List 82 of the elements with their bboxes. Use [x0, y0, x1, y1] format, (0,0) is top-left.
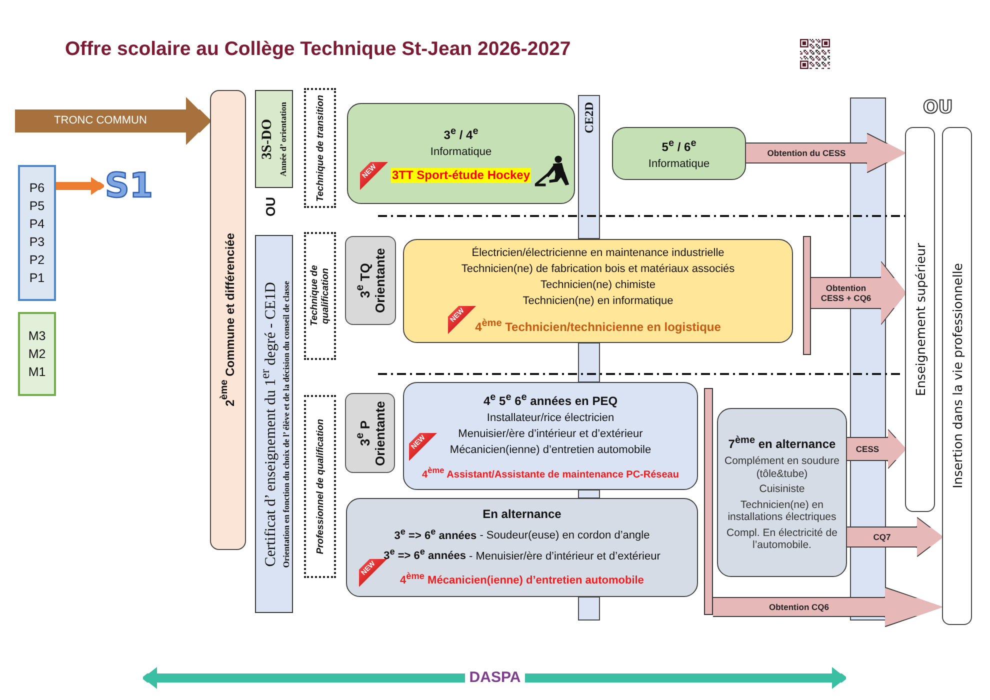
- orientation-box: [345, 393, 395, 473]
- program-box: [347, 103, 575, 204]
- program-text: Technicien(ne) en informatique: [522, 295, 674, 308]
- grade-label: P3: [29, 235, 45, 249]
- program-box: [612, 127, 746, 180]
- track-box: [304, 88, 336, 208]
- edge-label: CESS: [856, 444, 880, 454]
- block-arrow: [847, 518, 942, 556]
- new-program-text: 4$^{ème}$ Assistant/Assistante de maintenance PC-Réseau: [422, 464, 679, 482]
- program-label: DASPA: [465, 668, 525, 688]
- block-arrow: [746, 134, 905, 172]
- program-heading: En alternance: [482, 507, 562, 522]
- grade-label: M1: [28, 365, 46, 379]
- level-label: CE2D: [582, 102, 596, 134]
- edge-label: CQ7: [873, 532, 891, 542]
- edge-label: TRONC COMMUN: [54, 114, 147, 128]
- block-arrow: [847, 430, 905, 468]
- orientation-box: [255, 90, 293, 188]
- track-label: Technique de transition: [314, 94, 326, 202]
- outcome-label: Insertion dans la vie professionnelle: [950, 263, 964, 489]
- program-heading: 5$^{e}$ / 6$^{e}$: [662, 137, 696, 155]
- certificate-bar: [255, 235, 293, 613]
- new-program-text: 4$^{ème}$ Mécanicien(ienne) d’entretien automobile: [400, 570, 644, 588]
- program-box: [346, 498, 698, 597]
- connector-bar: [803, 236, 811, 355]
- grade-label: P6: [29, 181, 45, 195]
- program-box: [403, 382, 698, 490]
- new-program-text: 3TT Sport-étude Hockey: [390, 168, 532, 183]
- block-arrow: [811, 262, 905, 324]
- program-text: Électricien/électricienne en maintenance industrielle: [472, 247, 724, 260]
- program-text: Complément en soudure (tôle&tube): [724, 455, 840, 480]
- connector-bar: [704, 388, 713, 615]
- block-arrow: [56, 177, 104, 195]
- program-text: Cuisiniste: [759, 483, 805, 496]
- program-heading: 4$^{e}$ 5$^{e}$ 6$^{e}$ années en PEQ: [483, 390, 618, 409]
- level-bar: [578, 95, 600, 239]
- program-text: Installateur/rice électricien: [486, 412, 614, 425]
- or-label: OU: [923, 98, 953, 118]
- program-heading: 7$^{ème}$ en alternance: [728, 434, 836, 452]
- outcome-column: [942, 127, 972, 625]
- block-arrow: [143, 667, 465, 689]
- grade-label: P5: [29, 199, 45, 213]
- orientation-box: [345, 236, 396, 325]
- grade-label: S1: [104, 166, 154, 206]
- program-text: Technicien(ne) en installations électriques: [726, 498, 838, 524]
- program-box: [403, 239, 793, 343]
- grade-label: P4: [29, 217, 45, 231]
- block-arrow: [525, 667, 846, 689]
- year-title: 3S-DO: [260, 118, 276, 160]
- program-text: Mécanicien(ienne) d’entretien automobile: [450, 444, 652, 457]
- grade-label: P2: [29, 253, 45, 267]
- track-label: Professionnel de qualification: [314, 418, 326, 554]
- stage-bar: [210, 90, 246, 550]
- grade-list-box: [18, 165, 56, 301]
- outcome-label: Enseignement supérieur: [912, 242, 928, 396]
- program-text: 3$^{e}$ => 6$^{e}$ années - Soudeur(euse) en cordon d’angle: [394, 525, 650, 543]
- grade-list-box: [18, 312, 56, 396]
- program-text: Informatique: [648, 158, 710, 171]
- edge-label: Obtention CQ6: [769, 602, 829, 612]
- grade-label: P1: [29, 271, 45, 285]
- grade-label: M3: [28, 329, 46, 343]
- block-arrow: [713, 588, 942, 626]
- outcome-column: [905, 127, 935, 512]
- page-title: Offre scolaire au Collège Technique St-Jean 2026-2027: [65, 37, 571, 61]
- or-label: OU: [263, 197, 278, 216]
- edge-label: Obtention du CESS: [767, 148, 846, 158]
- block-arrow: [15, 97, 210, 145]
- program-text: Technicien(ne) chimiste: [540, 279, 656, 292]
- certificate-note: Orientation en fonction du choix de l’ élève et de la décision du conseil de classe: [281, 280, 291, 568]
- track-box: [304, 232, 336, 360]
- new-program-text: 4$^{ème}$ Technicien/technicienne en logistique: [475, 317, 721, 335]
- program-text: Menuisier/ère d’intérieur et d’extérieur: [458, 428, 643, 441]
- program-text: Technicien(ne) de fabrication bois et matériaux associés: [461, 263, 735, 276]
- program-text: Informatique: [430, 146, 492, 159]
- track-box: [304, 395, 336, 578]
- program-text: Compl. En électricité de l’automobile.: [726, 526, 838, 552]
- program-heading: 3$^{e}$ / 4$^{e}$: [444, 125, 478, 143]
- year-subtitle: Année d’ orientation: [278, 102, 288, 176]
- program-box: [717, 408, 847, 577]
- grade-label: M2: [28, 347, 46, 361]
- track-label: Technique de qualification: [309, 264, 331, 328]
- edge-label: Obtention CESS + CQ6: [820, 283, 872, 303]
